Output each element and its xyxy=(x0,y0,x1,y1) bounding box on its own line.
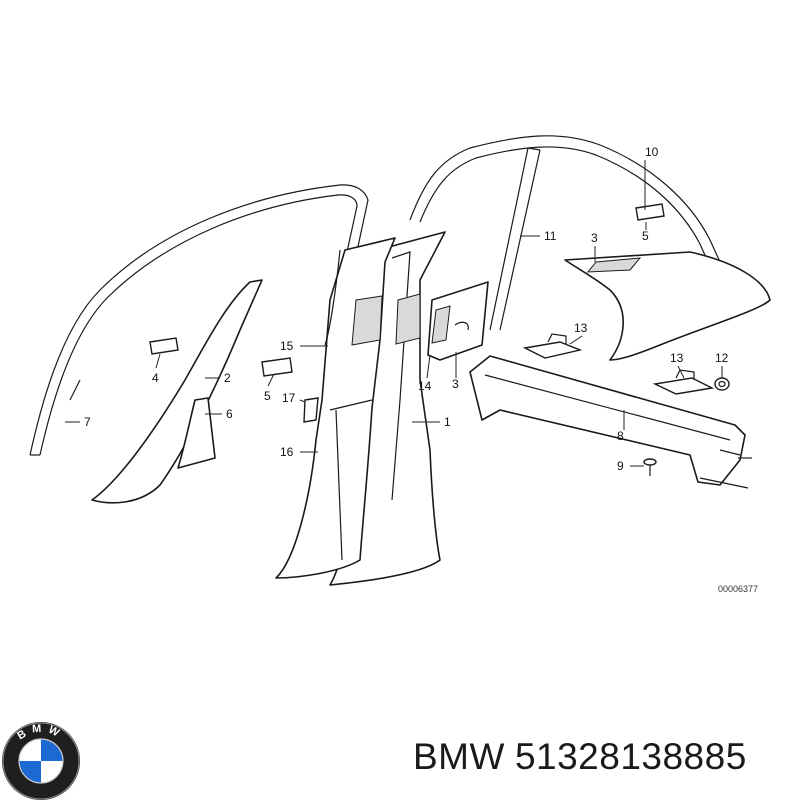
part-4-rear-trim-panel xyxy=(564,251,771,361)
callout-13-b: 13 xyxy=(670,351,684,365)
part-5-clip-c xyxy=(635,203,665,221)
callout-16: 16 xyxy=(280,445,294,459)
part-16-b-pillar-lower xyxy=(275,237,421,579)
callout-5-b: 5 xyxy=(264,389,271,403)
callout-17: 17 xyxy=(282,391,296,405)
drawing-code: 00006377 xyxy=(718,584,758,594)
part-15-inner-seal xyxy=(324,249,341,346)
callout-2: 2 xyxy=(224,371,231,385)
callout-5-a: 4 xyxy=(152,371,159,385)
callout-12: 12 xyxy=(715,351,729,365)
part-7-windshield-seal xyxy=(29,184,369,456)
callout-10: 8 xyxy=(617,429,624,443)
parts-exploded-diagram: 10 11 3 5 13 13 12 8 9 1 14 3 15 17 16 5… xyxy=(29,135,771,594)
callout-8: 10 xyxy=(645,145,659,159)
part-6-triangle-cover xyxy=(177,397,216,469)
leader-lines xyxy=(65,160,723,467)
part-17-clip xyxy=(303,397,319,423)
callout-11: 9 xyxy=(617,459,624,473)
part-2-a-pillar-trim xyxy=(91,279,263,504)
callout-14: 14 xyxy=(418,379,432,393)
part-number: 51328138885 xyxy=(514,736,747,777)
callout-labels: 10 11 3 5 13 13 12 8 9 1 14 3 15 17 16 5… xyxy=(84,145,758,594)
part-11-screw xyxy=(643,458,657,476)
callout-4: 3 xyxy=(591,231,598,245)
callout-7: 7 xyxy=(84,415,91,429)
part-13-bracket-a xyxy=(522,333,583,359)
part-3-pillar-insert xyxy=(427,281,489,361)
callout-9: 11 xyxy=(544,229,557,243)
part-12-nut xyxy=(714,377,730,391)
part-8-rear-frame-seal xyxy=(409,135,721,263)
callout-6: 6 xyxy=(226,407,233,421)
callout-3: 3 xyxy=(452,377,459,391)
callout-15: 15 xyxy=(280,339,294,353)
callout-1: 1 xyxy=(444,415,451,429)
brand-name: BMW xyxy=(413,736,505,777)
callout-5-c: 5 xyxy=(642,229,649,243)
part-13-bracket-b xyxy=(652,369,715,395)
part-5-clip-a xyxy=(149,337,179,355)
part-5-clip-b xyxy=(261,357,293,377)
part-9-window-channel xyxy=(489,147,541,331)
callout-13-a: 13 xyxy=(574,321,588,335)
part-10-sill-trim xyxy=(469,355,752,489)
bmw-logo-icon: BMW xyxy=(2,722,80,800)
